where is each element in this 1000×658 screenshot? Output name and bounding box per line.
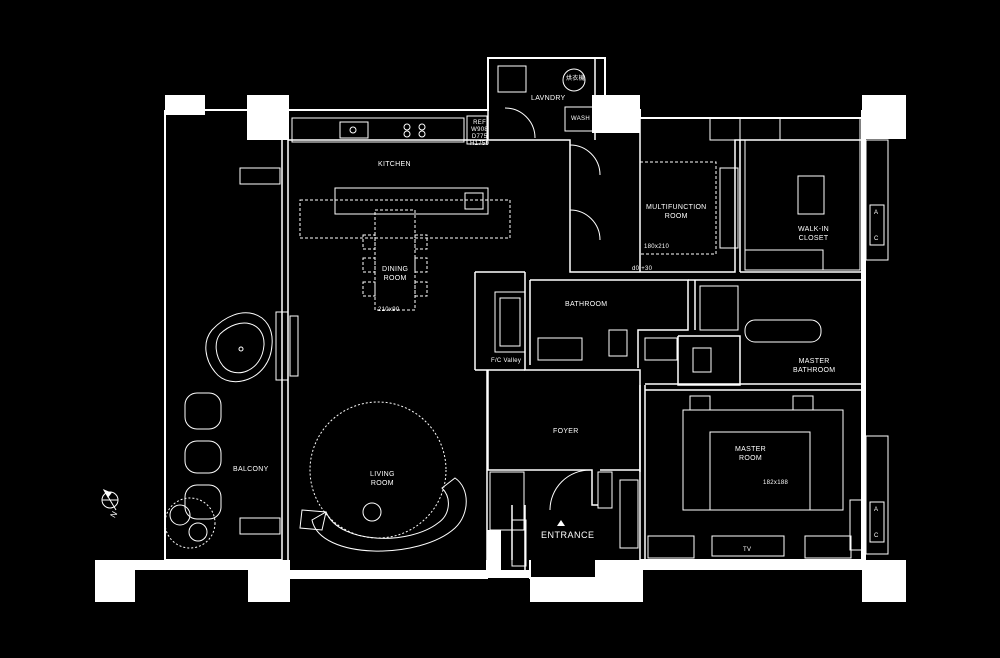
walk-in-closet — [709, 117, 861, 271]
tv-label: TV — [743, 547, 752, 553]
structural-columns — [95, 95, 906, 602]
multifunction-label: MULTIFUNCTION ROOM — [646, 203, 707, 221]
dining-label-line: DINING — [382, 266, 409, 273]
master-bathroom-label-line: MASTER — [798, 358, 830, 365]
laundry-wash-label: WASH — [571, 116, 590, 122]
balcony-stools — [184, 392, 222, 520]
entrance-arrow — [557, 520, 565, 526]
multifunction-label-line: MULTIFUNCTION — [646, 204, 707, 211]
entry-cabinets — [489, 469, 639, 567]
master-bed — [682, 395, 844, 511]
interior-walls — [281, 58, 862, 578]
walk-in-label-line: CLOSET — [798, 235, 829, 242]
entrance-label: ENTRANCE — [541, 530, 595, 540]
dining-table — [299, 199, 511, 311]
master-bathroom-label: MASTER BATHROOM — [793, 357, 835, 375]
multifunction-doors — [569, 144, 739, 249]
dining-dimension: 210x90 — [378, 307, 400, 313]
bathroom-label: BATHROOM — [565, 301, 608, 308]
compass-icon — [101, 488, 119, 511]
master-room-label-line: MASTER — [735, 446, 766, 453]
multifunction-dimension: 180x210 — [644, 244, 670, 250]
ac-unit-label: C — [874, 236, 879, 242]
living-label-line: LIVING — [370, 471, 395, 478]
dining-label: DINING ROOM — [382, 265, 408, 283]
ref-note-line: W908 — [471, 127, 489, 133]
master-room-label: MASTER ROOM — [735, 445, 766, 463]
ac-unit-label: A — [874, 507, 879, 513]
balcony-radiators — [239, 167, 299, 535]
master-cabinets — [647, 535, 852, 559]
ac-unit-label: C — [874, 533, 879, 539]
kitchen-island — [334, 187, 489, 215]
ref-note-line: D775 — [471, 134, 488, 140]
walk-in-label-line: WALK-IN — [798, 226, 830, 233]
ref-note: REF W908 D775 H1759 — [470, 120, 489, 148]
laundry-dryer-label: 烘衣機 — [566, 76, 585, 82]
foyer-label: FOYER — [553, 428, 579, 435]
balcony-label: BALCONY — [233, 466, 269, 473]
living-rug — [309, 401, 447, 539]
bathroom-sign-note: F/C Valley — [491, 358, 522, 364]
kitchen-label: KITCHEN — [378, 161, 411, 168]
multifunction-note: d0 +30 — [632, 266, 653, 272]
laundry-label: LAVNDRY — [531, 95, 566, 102]
ref-note-line: H1759 — [470, 141, 490, 147]
ref-note-line: REF — [473, 120, 487, 126]
master-room-dimension: 182x188 — [763, 480, 789, 486]
kitchen-counter — [291, 115, 488, 145]
multifunction-label-line: ROOM — [664, 213, 688, 220]
master-bathroom-label-line: BATHROOM — [793, 367, 836, 374]
bathroom-fixtures — [494, 285, 822, 373]
multifunction-furniture — [639, 161, 717, 255]
ac-unit-label: A — [874, 210, 879, 216]
living-sofa — [299, 477, 467, 552]
bathtub — [205, 312, 273, 383]
walk-in-closet-label: WALK-IN CLOSET — [798, 225, 829, 243]
dining-label-line: ROOM — [383, 275, 407, 282]
ac-units — [869, 204, 885, 543]
living-label: LIVING ROOM — [370, 470, 395, 488]
balcony-plant — [164, 497, 216, 549]
windows — [849, 139, 889, 555]
master-room-label-line: ROOM — [739, 455, 762, 462]
living-label-line: ROOM — [370, 480, 394, 487]
